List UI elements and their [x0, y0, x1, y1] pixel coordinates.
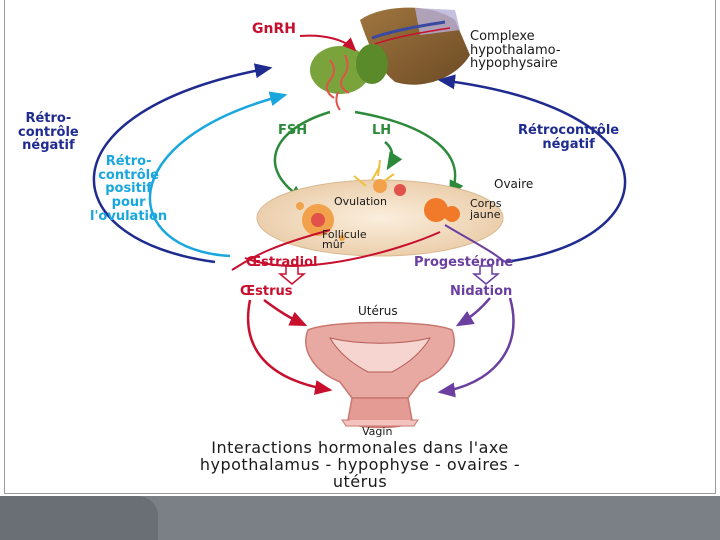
ovulation-label: Ovulation — [334, 195, 388, 208]
retro-positif-label: Rétro- contrôle positif pour l'ovulation — [90, 154, 168, 224]
oestradiol-to-uterus-arrow — [263, 298, 308, 327]
gnrh-arrow — [299, 34, 357, 52]
progesterone-label: Progestérone — [414, 255, 514, 270]
feedback-right-arrow — [437, 74, 627, 264]
progesterone-to-uterus-arrow — [455, 297, 491, 327]
oestradiol-down-arrow — [277, 265, 307, 285]
nidation-label: Nidation — [450, 284, 513, 299]
lh-arrow-ovulation — [384, 141, 403, 171]
oestradiol-line-corps-jaune — [244, 231, 441, 267]
complexe-label: Complexe hypothalamo- hypophysaire — [470, 29, 561, 72]
ovaire-label: Ovaire — [494, 177, 534, 191]
diagram-caption: Interactions hormonales dans l'axe hypot… — [199, 438, 521, 491]
oestrus-label: Œstrus — [240, 284, 293, 299]
oestradiol-to-vagina-arrow — [246, 299, 333, 395]
fsh-label: FSH — [278, 123, 308, 138]
lh-arrow-corps-jaune — [354, 110, 464, 199]
lh-label: LH — [372, 123, 392, 138]
progesterone-to-vagina-arrow — [437, 297, 515, 398]
progesterone-line — [444, 224, 506, 263]
gnrh-label: GnRH — [252, 21, 296, 37]
diagram-artwork — [92, 7, 627, 429]
feedback-left-arrow — [92, 63, 273, 264]
progesterone-down-arrow — [471, 265, 501, 285]
pituitary-gland — [310, 44, 388, 111]
footer-tab — [0, 496, 158, 540]
feedback-positive-arrow — [148, 91, 288, 258]
follicule-label: Follicule mûr — [322, 228, 367, 252]
oestradiol-label: Œstradiol — [246, 255, 318, 270]
ovary — [256, 159, 504, 257]
retro-negatif-right-label: Rétrocontrôle négatif — [518, 123, 620, 152]
corps-jaune-label: Corps jaune — [470, 197, 502, 221]
vagin-label: Vagin — [362, 425, 393, 438]
fsh-arrow — [273, 110, 331, 202]
oestradiol-line — [231, 229, 331, 271]
uterus-label: Utérus — [358, 304, 398, 318]
retro-negatif-left-label: Rétro- contrôle négatif — [18, 111, 79, 154]
uterus — [305, 321, 455, 429]
